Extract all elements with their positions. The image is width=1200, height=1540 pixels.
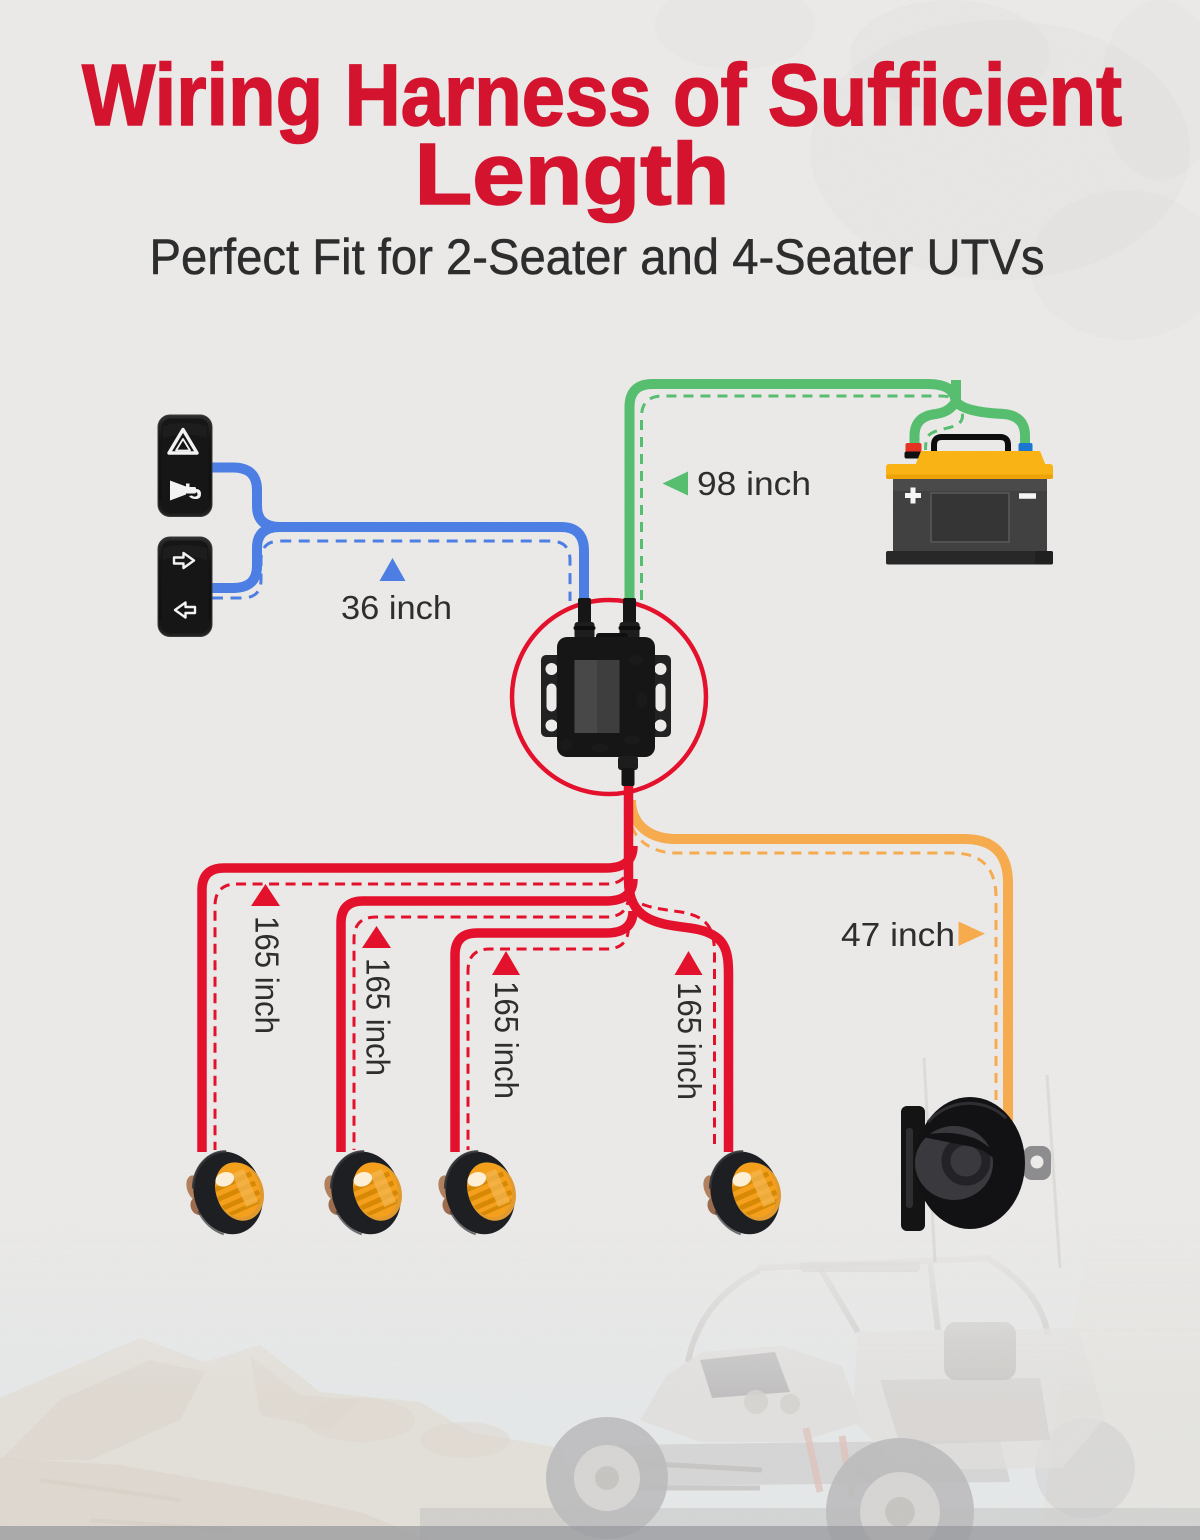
svg-text:165 inch: 165 inch: [249, 916, 286, 1034]
svg-text:165 inch: 165 inch: [488, 981, 525, 1099]
svg-text:Wiring Harness of Sufficient: Wiring Harness of Sufficient: [82, 47, 1122, 144]
svg-text:Length: Length: [415, 126, 730, 223]
svg-text:98 inch: 98 inch: [697, 465, 811, 502]
svg-text:Perfect Fit for 2-Seater and 4: Perfect Fit for 2-Seater and 4-Seater UT…: [150, 229, 1045, 285]
svg-text:165 inch: 165 inch: [671, 982, 708, 1100]
svg-text:47 inch: 47 inch: [841, 916, 955, 953]
svg-text:165 inch: 165 inch: [360, 958, 397, 1076]
svg-text:36 inch: 36 inch: [341, 589, 452, 626]
